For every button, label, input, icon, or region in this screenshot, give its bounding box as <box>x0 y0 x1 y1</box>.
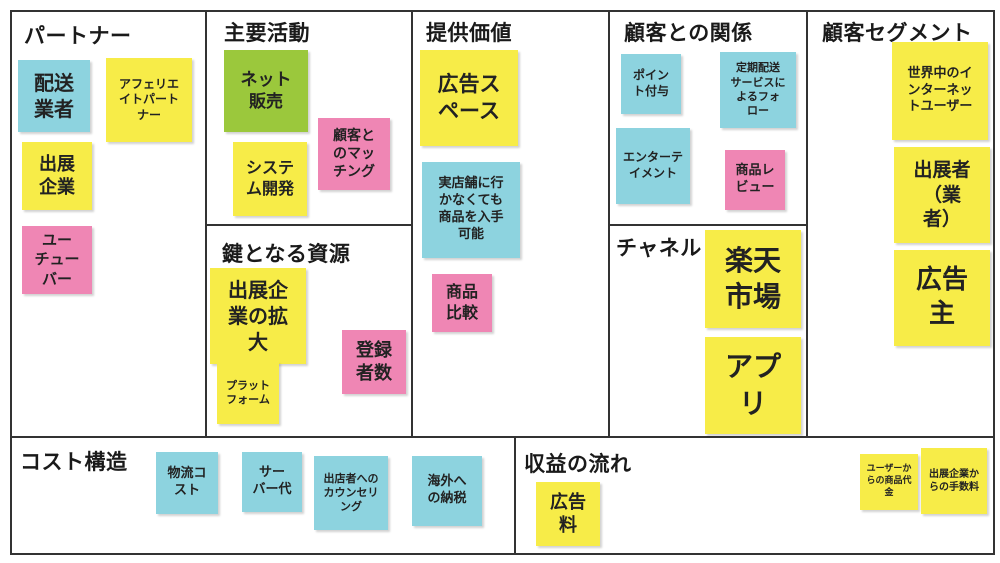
sticky-note-youtuber: ユー チュー バー <box>22 226 92 294</box>
sticky-note-delivery-company: 配送 業者 <box>18 60 90 132</box>
section-title-key-resources: 鍵となる資源 <box>222 242 351 266</box>
sticky-note-system-development: システ ム開発 <box>233 142 307 216</box>
sticky-note-exhibitor-counseling: 出店者への カウンセリ ング <box>314 456 388 530</box>
sticky-note-rakuten-ichiba: 楽天 市場 <box>705 230 801 328</box>
sticky-note-buy-without-store: 実店舗に行 かなくても 商品を入手 可能 <box>422 162 520 258</box>
sticky-note-product-reviews: 商品レ ビュー <box>725 150 785 210</box>
sticky-note-logistics-cost: 物流コ スト <box>156 452 218 514</box>
sticky-note-registered-users: 登録 者数 <box>342 330 406 394</box>
section-title-channels: チャネル <box>616 236 702 260</box>
sticky-note-exhibitor-commission: 出展企業か らの手数料 <box>921 448 987 514</box>
sticky-note-user-product-payments: ユーザーか らの商品代 金 <box>860 454 918 510</box>
section-title-partners: パートナー <box>24 24 132 48</box>
divider-upper-lower <box>10 436 995 438</box>
section-title-cost-structure: コスト構造 <box>20 450 128 474</box>
sticky-note-customer-matching: 顧客と のマッ チング <box>318 118 390 190</box>
sticky-note-exhibitors-businesses: 出展者 （業 者） <box>894 147 990 243</box>
sticky-note-entertainment: エンターテ イメント <box>616 128 690 204</box>
section-title-revenue-streams: 収益の流れ <box>524 452 632 476</box>
sticky-note-points-reward: ポイン ト付与 <box>621 54 681 114</box>
divider-activities-resources <box>205 224 413 226</box>
sticky-note-online-sales: ネット 販売 <box>224 50 308 132</box>
sticky-note-advertisers: 広告 主 <box>894 250 990 346</box>
sticky-note-overseas-tax: 海外へ の納税 <box>412 456 482 526</box>
sticky-note-app: アプ リ <box>705 337 801 434</box>
border-top <box>10 10 995 12</box>
sticky-note-ad-fees: 広告 料 <box>536 482 600 546</box>
sticky-note-global-internet-users: 世界中のイ ンターネッ トユーザー <box>892 42 988 140</box>
sticky-note-platform: プラット フォーム <box>217 362 279 424</box>
border-bottom <box>10 553 995 555</box>
divider-cost-revenue <box>514 436 516 555</box>
sticky-note-server-cost: サー バー代 <box>242 452 302 512</box>
sticky-note-exhibiting-company: 出展 企業 <box>22 142 92 210</box>
divider-relationships-channels <box>608 224 808 226</box>
sticky-note-ad-space: 広告ス ペース <box>420 50 518 146</box>
section-title-customer-relationships: 顧客との関係 <box>624 21 753 45</box>
border-left <box>10 10 12 555</box>
sticky-note-expand-exhibitors: 出展企 業の拡 大 <box>210 268 306 364</box>
section-title-value-propositions: 提供価値 <box>426 21 512 45</box>
section-title-key-activities: 主要活動 <box>224 21 310 45</box>
border-right <box>993 10 995 555</box>
sticky-note-affiliate-partner: アフェリエ イトパート ナー <box>106 58 192 142</box>
section-title-customer-segments: 顧客セグメント <box>822 21 973 45</box>
sticky-note-product-comparison: 商品 比較 <box>432 274 492 332</box>
sticky-note-subscription-followup: 定期配送 サービスに よるフォ ロー <box>720 52 796 128</box>
